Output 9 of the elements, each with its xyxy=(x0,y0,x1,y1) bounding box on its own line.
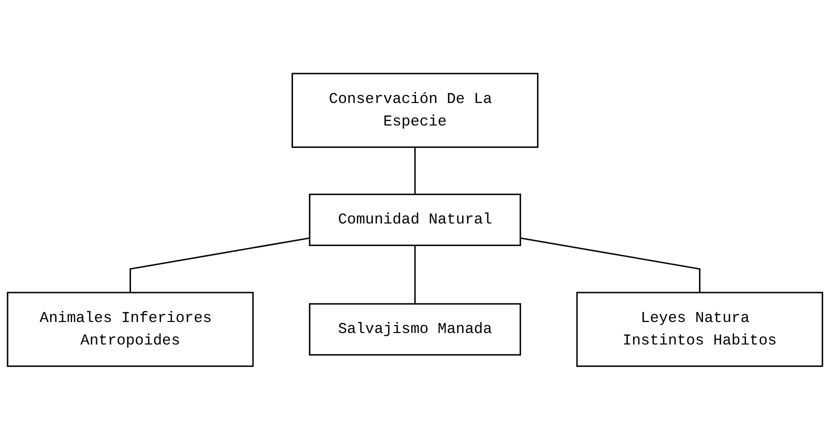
connector xyxy=(414,245,416,304)
node-box: Leyes Natura Instintos Habitos xyxy=(576,292,824,368)
node-box: Comunidad Natural xyxy=(308,194,522,246)
node-box: Animales Inferiores Antropoides xyxy=(6,292,254,368)
node-box: Salvajismo Manada xyxy=(308,303,522,356)
connector xyxy=(520,237,700,293)
connector xyxy=(130,237,310,293)
connector xyxy=(414,147,416,194)
node-box: Conservación De La Especie xyxy=(292,72,538,148)
